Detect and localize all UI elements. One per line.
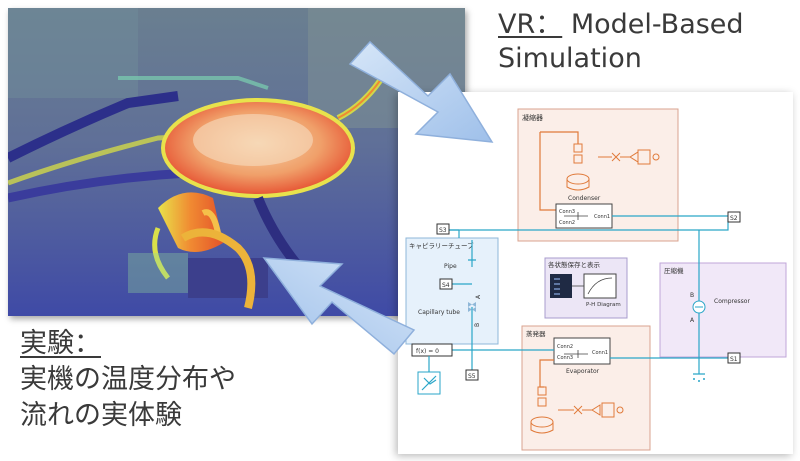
svg-text:Pipe: Pipe	[444, 263, 457, 270]
svg-text:Capillary tube: Capillary tube	[418, 309, 460, 316]
port-s2[interactable]	[727, 211, 741, 223]
capillary-title: キャピラリーチューブ	[409, 241, 474, 250]
fluid-properties-icon	[421, 375, 437, 391]
svg-text:S1: S1	[730, 356, 738, 363]
svg-text:Conn1: Conn1	[592, 350, 608, 356]
condenser-title: 凝縮器	[522, 113, 543, 122]
svg-text:各状態保存と表示: 各状態保存と表示	[548, 260, 601, 269]
ph-curve-icon	[587, 277, 613, 295]
capillary-subsystem[interactable]	[405, 237, 499, 345]
condenser-sensor2-icon	[573, 154, 583, 164]
svg-text:Conn2: Conn2	[559, 220, 575, 226]
svg-text:B: B	[690, 292, 694, 299]
vr-caption: VR： Model-Based Simulation	[498, 8, 798, 76]
svg-text:S2: S2	[730, 215, 738, 222]
port-s4[interactable]	[439, 278, 453, 290]
arrow-left-icon	[262, 257, 416, 356]
port-s5[interactable]	[465, 369, 479, 381]
solver-config-block[interactable]	[411, 343, 453, 357]
svg-text:A: A	[690, 317, 695, 324]
svg-text:S4: S4	[442, 282, 450, 289]
svg-text:圧縮機: 圧縮機	[664, 266, 684, 275]
evaporator-block[interactable]	[553, 337, 611, 365]
vr-caption-line1: Model-Based	[570, 9, 744, 40]
svg-text:Compressor: Compressor	[714, 298, 750, 305]
svg-text:Evaporator: Evaporator	[566, 368, 600, 375]
condenser-pump-icon	[637, 149, 651, 165]
svg-text:Conn3: Conn3	[559, 209, 575, 215]
evaporator-pump-icon	[601, 402, 615, 418]
vr-caption-heading: VR：	[498, 9, 563, 40]
experiment-caption: 実験： 実機の温度分布や 流れの実体験	[20, 326, 236, 434]
evaporator-valve-icon	[558, 404, 601, 416]
condenser-valve-icon	[598, 151, 639, 163]
svg-text:B: B	[474, 323, 481, 327]
ph-diagram-block[interactable]	[583, 273, 617, 299]
svg-text:Conn2: Conn2	[557, 344, 573, 350]
svg-text:P-H Diagram: P-H Diagram	[586, 302, 621, 308]
svg-text:A: A	[475, 294, 482, 299]
simulation-model-diagram: 凝縮器 Condenser Conn3 Conn2 Conn1 キャピラリーチュ…	[398, 92, 793, 454]
experiment-caption-line2: 流れの実体験	[20, 400, 182, 431]
svg-text:蒸発器: 蒸発器	[526, 329, 546, 338]
compressor-subsystem[interactable]	[659, 262, 787, 358]
svg-text:f(x) = 0: f(x) = 0	[416, 348, 439, 355]
svg-text:S3: S3	[439, 227, 447, 234]
reference-ground-icon	[693, 362, 705, 375]
condenser-label: Condenser	[568, 195, 601, 202]
arrow-right-icon	[348, 40, 494, 143]
state-mux-block[interactable]	[550, 274, 572, 298]
condenser-sensor-icon	[573, 143, 583, 153]
svg-text:Conn1: Conn1	[594, 214, 610, 220]
vr-caption-line2: Simulation	[498, 43, 642, 74]
port-s3[interactable]	[436, 223, 450, 235]
svg-text:S5: S5	[468, 373, 476, 380]
experiment-caption-line1: 実機の温度分布や	[20, 364, 236, 395]
experiment-caption-heading: 実験：	[20, 328, 101, 359]
port-s1[interactable]	[727, 352, 741, 364]
svg-text:Conn3: Conn3	[557, 355, 573, 361]
evaporator-sensor-icon	[537, 386, 547, 396]
capillary-valve-icon	[468, 302, 476, 312]
